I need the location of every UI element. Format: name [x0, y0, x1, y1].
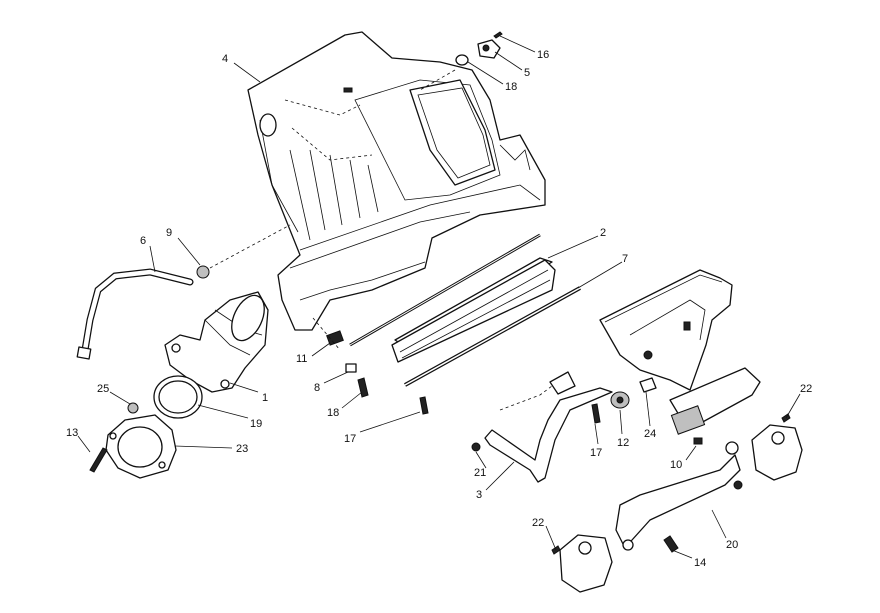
callout-11: 11	[296, 353, 307, 365]
intake-boot	[164, 291, 269, 393]
callout-12: 12	[617, 437, 629, 449]
callout-3: 3	[476, 489, 482, 501]
callout-2: 2	[600, 227, 606, 239]
nut-25	[127, 402, 139, 414]
callout-17: 17	[590, 447, 602, 459]
small-hardware	[591, 391, 703, 445]
o-ring	[153, 375, 203, 419]
callout-13: 13	[66, 427, 78, 439]
callout-22: 22	[800, 383, 812, 395]
callout-16: 16	[537, 49, 549, 61]
rubber-mount-right	[751, 413, 803, 481]
leader-lines	[77, 35, 801, 559]
callout-23: 23	[236, 443, 248, 455]
spring-clip-group	[312, 317, 429, 415]
callout-21: 21	[474, 467, 486, 479]
callout-8: 8	[314, 382, 320, 394]
callout-7: 7	[622, 253, 628, 265]
bracket-arm	[471, 371, 613, 483]
callout-17: 17	[344, 433, 356, 445]
callout-5: 5	[524, 67, 530, 79]
support-rod	[615, 441, 743, 553]
rubber-mount-left	[551, 534, 613, 593]
lower-tray	[499, 269, 761, 435]
callout-20: 20	[726, 539, 738, 551]
callout-10: 10	[670, 459, 682, 471]
fastener-group-top	[419, 31, 503, 91]
callout-18: 18	[505, 81, 517, 93]
callout-24: 24	[644, 428, 656, 440]
callout-1: 1	[262, 392, 268, 404]
callout-25: 25	[97, 383, 109, 395]
callout-19: 19	[250, 418, 262, 430]
screw-13	[89, 447, 108, 473]
callout-labels: 4 16 5 18 2 7 6 9 11 8 18 17 1 19 25 13 …	[66, 49, 812, 569]
gasket-flange	[105, 414, 177, 479]
callout-22: 22	[532, 517, 544, 529]
airbox-housing	[247, 31, 546, 331]
callout-14: 14	[694, 557, 706, 569]
breather-hose	[76, 224, 291, 360]
callout-4: 4	[222, 53, 228, 65]
callout-6: 6	[140, 235, 146, 247]
filter-element	[349, 233, 581, 387]
callout-9: 9	[166, 227, 172, 239]
callout-18: 18	[327, 407, 339, 419]
